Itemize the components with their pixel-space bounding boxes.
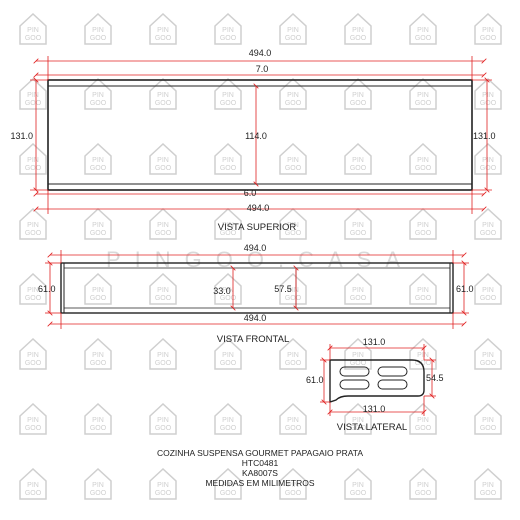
lateral-caption: VISTA LATERAL <box>337 422 407 433</box>
frontal-caption: VISTA FRONTAL <box>217 334 290 345</box>
product-name: COZINHA SUSPENSA GOURMET PAPAGAIO PRATA <box>156 448 364 458</box>
superior-dim-inner-bottom: 6.0 <box>244 188 257 198</box>
frontal-dim-width-bottom: 494.0 <box>244 313 267 323</box>
product-code: HTC0481 <box>241 458 279 468</box>
lateral-slot-4 <box>377 379 408 390</box>
superior-dim-width-top: 494.0 <box>249 48 272 58</box>
superior-dim-width-bottom: 494.0 <box>247 203 270 213</box>
lateral-dimensions <box>320 344 436 416</box>
lateral-dim-height-left: 61.0 <box>306 375 324 385</box>
frontal-dim-height-right: 61.0 <box>456 284 474 294</box>
view-superior: 494.0 7.0 131.0 131.0 114.0 6.0 494.0 VI… <box>10 48 495 233</box>
frontal-dim-center: 33.0 <box>213 286 231 296</box>
lateral-slot-2 <box>377 366 408 377</box>
lateral-slot-3 <box>339 379 370 390</box>
view-frontal: 494.0 61.0 61.0 33.0 57.5 494.0 VISTA FR… <box>38 243 474 345</box>
superior-dimensions <box>30 56 492 214</box>
superior-caption: VISTA SUPERIOR <box>218 222 297 233</box>
superior-outline <box>47 79 473 191</box>
superior-dim-inner-top: 7.0 <box>256 64 269 74</box>
lateral-slot-1 <box>339 366 370 377</box>
frontal-dim-width-top: 494.0 <box>244 243 267 253</box>
superior-dim-height-right: 131.0 <box>473 131 496 141</box>
lateral-outline <box>329 359 425 403</box>
superior-dim-center: 114.0 <box>245 131 267 141</box>
lateral-dim-width-top: 131.0 <box>363 337 386 347</box>
view-lateral: 131.0 61.0 54.5 131.0 VISTA LATERAL <box>306 337 444 433</box>
product-ref: KA8007S <box>242 468 278 478</box>
frontal-dim-height-left: 61.0 <box>38 284 56 294</box>
superior-dim-height-left: 131.0 <box>10 131 33 141</box>
units-note: MEDIDAS EM MILIMETROS <box>205 478 315 488</box>
title-block: COZINHA SUSPENSA GOURMET PAPAGAIO PRATA … <box>0 448 520 488</box>
frontal-dimensions <box>45 250 469 329</box>
lateral-dim-width-bottom: 131.0 <box>363 404 386 414</box>
lateral-dim-height-right: 54.5 <box>426 373 444 383</box>
frontal-dim-inner-right: 57.5 <box>274 284 292 294</box>
frontal-outline <box>60 262 454 314</box>
